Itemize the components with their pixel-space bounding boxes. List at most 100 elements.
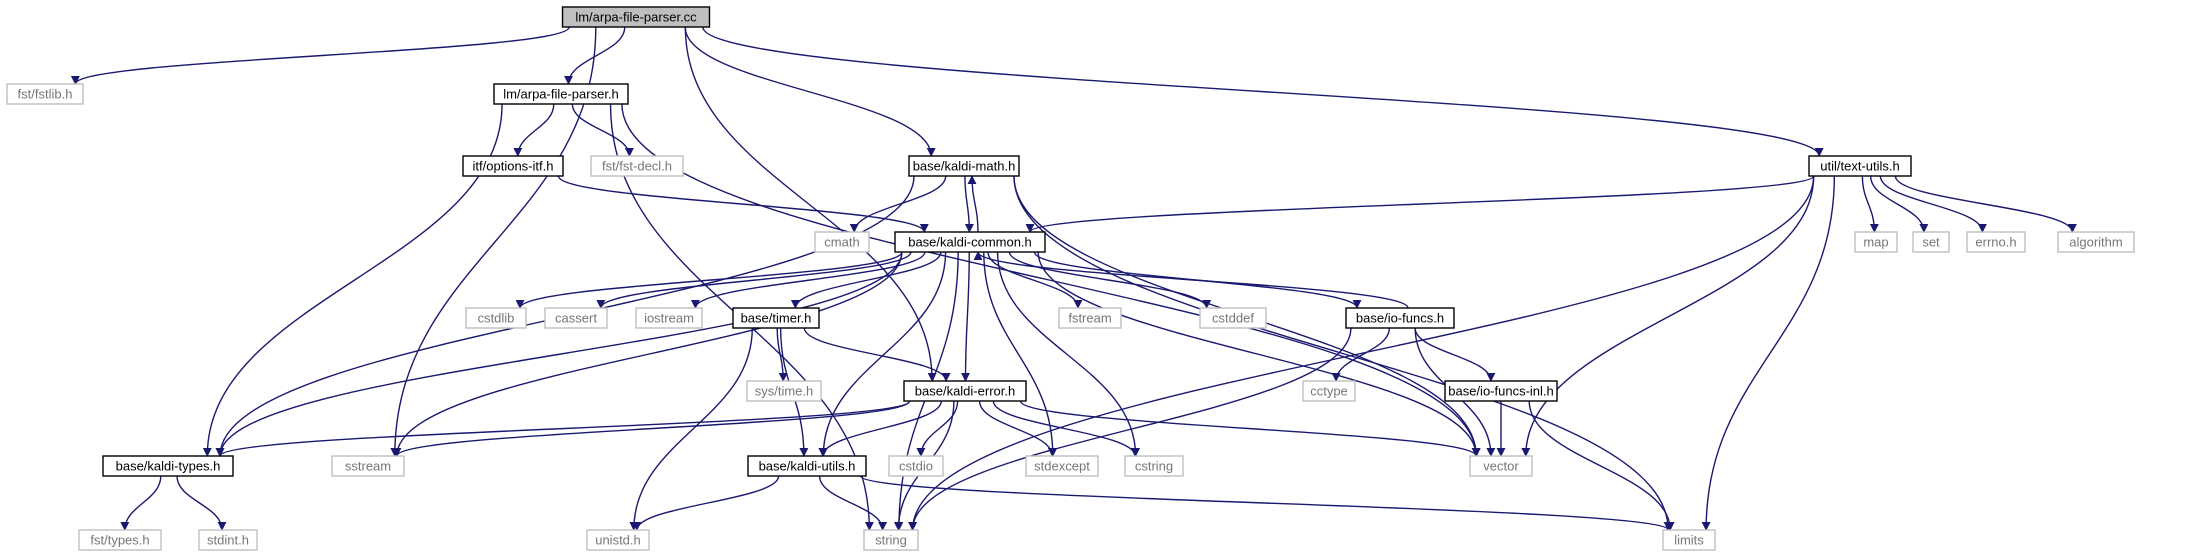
edge-kaldi-utils-to-string xyxy=(818,475,888,531)
node-box xyxy=(1966,231,2026,253)
edge-arpa-cc-to-arpa-h xyxy=(564,26,626,85)
edge-text-utils-to-kaldi-common xyxy=(1025,175,1815,233)
node-algorithm: algorithm xyxy=(2057,231,2135,253)
node-box xyxy=(1199,307,1267,329)
node-cassert: cassert xyxy=(544,307,608,329)
edge-kaldi-math-to-limits xyxy=(1013,175,1673,531)
edge-kaldi-common-to-cstddef xyxy=(1008,251,1212,309)
node-label: cassert xyxy=(555,310,597,325)
node-arpa-h[interactable]: lm/arpa-file-parser.h xyxy=(493,83,629,105)
node-label: base/timer.h xyxy=(741,310,812,325)
node-kaldi-math[interactable]: base/kaldi-math.h xyxy=(908,155,1020,177)
node-box xyxy=(1469,455,1533,477)
edge-text-utils-to-vector xyxy=(1521,175,1815,457)
node-kaldi-common[interactable]: base/kaldi-common.h xyxy=(894,231,1046,253)
node-label: map xyxy=(1863,234,1888,249)
edge-kaldi-math-to-kaldi-common xyxy=(964,175,974,233)
node-sstream: sstream xyxy=(331,455,405,477)
node-box xyxy=(908,155,1020,177)
node-box xyxy=(2057,231,2135,253)
node-options-itf[interactable]: itf/options-itf.h xyxy=(462,155,564,177)
node-label: string xyxy=(875,532,907,547)
node-box xyxy=(331,455,405,477)
edge-text-utils-to-map xyxy=(1861,175,1879,233)
node-fstlib: fst/fstlib.h xyxy=(6,83,84,105)
node-label: base/kaldi-math.h xyxy=(913,158,1016,173)
edge-kaldi-utils-to-limits xyxy=(859,475,1673,531)
edge-kaldi-math-to-cmath xyxy=(849,175,947,233)
node-label: fst/fst-decl.h xyxy=(602,158,672,173)
node-label: lm/arpa-file-parser.cc xyxy=(575,9,697,24)
node-box xyxy=(1025,455,1099,477)
edge-kaldi-common-to-fstream xyxy=(987,251,1083,309)
node-box xyxy=(1345,307,1455,329)
node-label: stdexcept xyxy=(1034,458,1090,473)
node-label: itf/options-itf.h xyxy=(473,158,554,173)
node-box xyxy=(903,380,1027,402)
node-box xyxy=(586,529,650,551)
node-timer[interactable]: base/timer.h xyxy=(732,307,820,329)
node-box xyxy=(102,455,234,477)
node-label: stdint.h xyxy=(207,532,249,547)
edge-kaldi-error-to-stdexcept xyxy=(978,400,1057,457)
node-map: map xyxy=(1854,231,1898,253)
node-limits: limits xyxy=(1662,529,1716,551)
node-io-funcs-inl[interactable]: base/io-funcs-inl.h xyxy=(1444,380,1558,402)
edge-io-funcs-to-kaldi-common xyxy=(973,251,1409,309)
node-box xyxy=(1302,380,1356,402)
node-vector: vector xyxy=(1469,455,1533,477)
node-label: iostream xyxy=(644,310,694,325)
node-io-funcs[interactable]: base/io-funcs.h xyxy=(1345,307,1455,329)
node-stdint: stdint.h xyxy=(198,529,258,551)
node-iostream: iostream xyxy=(635,307,703,329)
node-box xyxy=(1854,231,1898,253)
edge-kaldi-common-to-kaldi-types xyxy=(215,251,903,457)
node-kaldi-types[interactable]: base/kaldi-types.h xyxy=(102,455,234,477)
node-label: limits xyxy=(1674,532,1704,547)
node-kaldi-error[interactable]: base/kaldi-error.h xyxy=(903,380,1027,402)
node-box xyxy=(888,455,944,477)
edge-kaldi-utils-to-unistd xyxy=(632,475,780,531)
node-box xyxy=(747,455,867,477)
edge-text-utils-to-set xyxy=(1869,175,1929,233)
node-fst-decl: fst/fst-decl.h xyxy=(590,155,684,177)
node-fstream: fstream xyxy=(1058,307,1122,329)
edge-timer-to-kaldi-error xyxy=(803,327,951,382)
include-edges xyxy=(71,26,2077,531)
node-box xyxy=(732,307,820,329)
node-label: base/kaldi-common.h xyxy=(908,234,1032,249)
node-label: errno.h xyxy=(1975,234,2016,249)
node-box xyxy=(814,231,870,253)
node-label: fstream xyxy=(1068,310,1111,325)
edge-kaldi-types-to-fst-types xyxy=(120,475,162,531)
edge-io-funcs-to-cctype xyxy=(1331,327,1391,382)
edge-arpa-cc-to-kaldi-error xyxy=(684,26,937,382)
edge-io-funcs-to-io-funcs-inl xyxy=(1414,327,1496,382)
node-label: cstring xyxy=(1135,458,1173,473)
edge-arpa-cc-to-text-utils xyxy=(702,26,1824,157)
node-label: cstdlib xyxy=(478,310,515,325)
edge-io-funcs-to-string xyxy=(908,327,1352,531)
edge-kaldi-error-to-vector xyxy=(1019,400,1481,457)
node-cstdlib: cstdlib xyxy=(465,307,527,329)
node-string: string xyxy=(863,529,919,551)
node-box xyxy=(746,380,822,402)
node-label: base/kaldi-utils.h xyxy=(759,458,856,473)
node-box xyxy=(1444,380,1558,402)
node-box xyxy=(894,231,1046,253)
node-stdexcept: stdexcept xyxy=(1025,455,1099,477)
node-text-utils[interactable]: util/text-utils.h xyxy=(1808,155,1912,177)
node-arpa-cc[interactable]: lm/arpa-file-parser.cc xyxy=(561,6,711,28)
node-cstdio: cstdio xyxy=(888,455,944,477)
node-label: set xyxy=(1922,234,1940,249)
node-label: sstream xyxy=(345,458,391,473)
node-box xyxy=(863,529,919,551)
edge-kaldi-common-to-kaldi-math xyxy=(967,175,979,233)
node-box xyxy=(1058,307,1122,329)
node-errno: errno.h xyxy=(1966,231,2026,253)
node-box xyxy=(1124,455,1184,477)
node-kaldi-utils[interactable]: base/kaldi-utils.h xyxy=(747,455,867,477)
edge-kaldi-error-to-sstream xyxy=(392,400,911,457)
node-box xyxy=(198,529,258,551)
